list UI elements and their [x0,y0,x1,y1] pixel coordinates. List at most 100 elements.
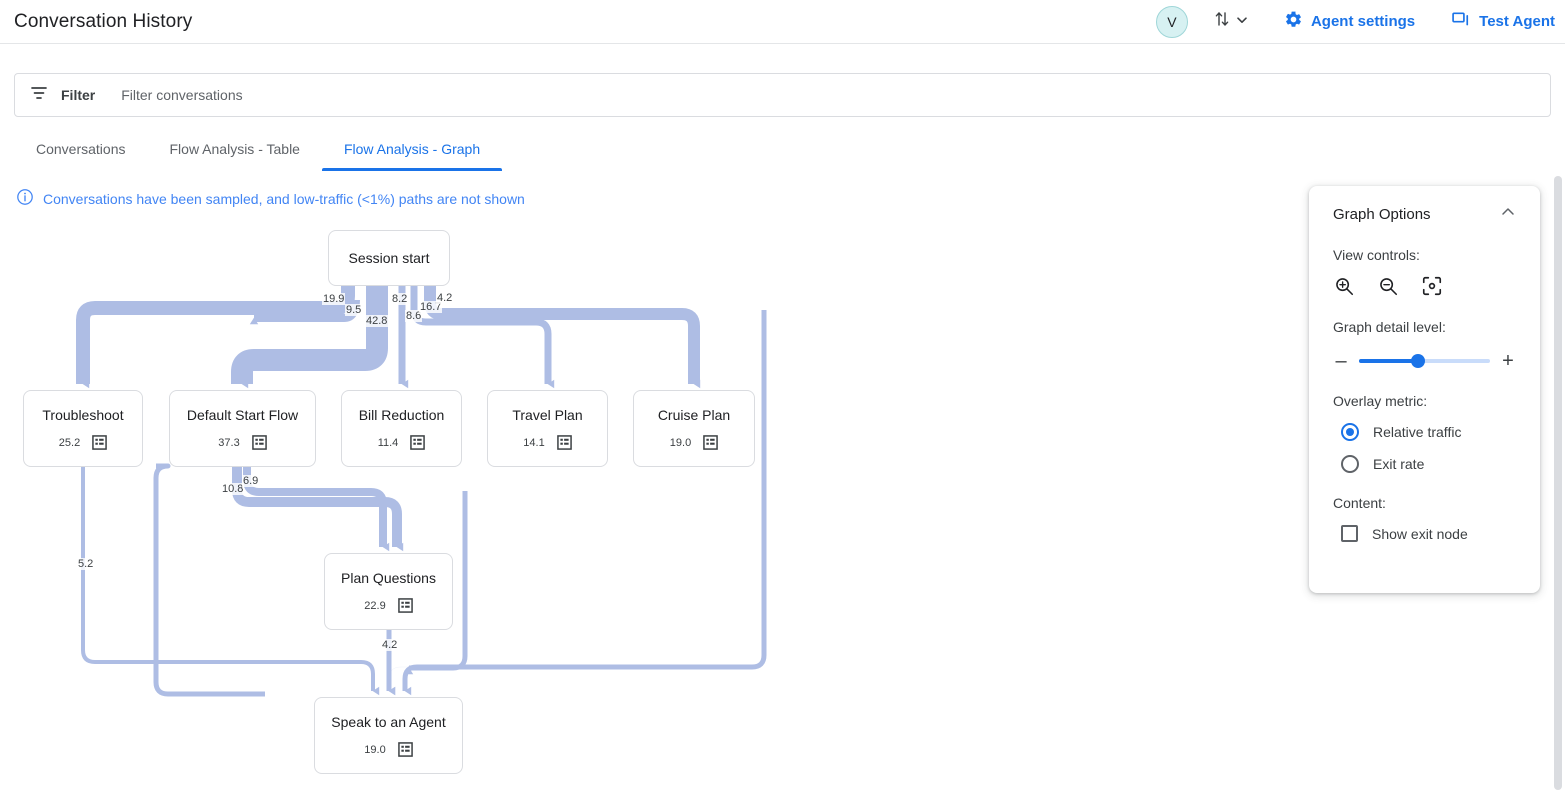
sampling-info-text: Conversations have been sampled, and low… [43,190,525,207]
filter-bar: Filter [14,73,1551,117]
slider-fill [1359,359,1418,363]
node-bill-reduction[interactable]: Bill Reduction 11.4 [341,390,462,467]
edge-label: 8.6 [405,310,423,322]
vertical-scrollbar-thumb[interactable] [1554,176,1562,790]
info-icon [16,188,34,209]
node-label: Troubleshoot [42,406,124,423]
node-label: Travel Plan [512,406,583,423]
node-travel-plan[interactable]: Travel Plan 14.1 [487,390,608,467]
overlay-metric-label: Overlay metric: [1333,393,1428,409]
zoom-in-icon[interactable] [1333,275,1355,297]
checkbox-show-exit-node[interactable]: Show exit node [1333,525,1516,542]
graph-options-panel: Graph Options View controls: [1309,186,1540,593]
list-icon[interactable] [92,435,108,451]
detail-level-slider[interactable] [1359,354,1490,368]
header-actions: V [1155,0,1565,44]
node-value: 14.1 [523,436,545,449]
node-label: Default Start Flow [186,406,299,423]
radio-label: Exit rate [1373,456,1425,472]
node-label: Speak to an Agent [331,713,446,730]
chat-icon [1451,10,1471,34]
agent-settings-button[interactable]: Agent settings [1284,10,1415,33]
node-metrics: 14.1 [523,435,572,451]
list-icon[interactable] [397,598,413,614]
node-metrics: 11.4 [377,435,426,451]
node-cruise-plan[interactable]: Cruise Plan 19.0 [633,390,755,467]
test-agent-button[interactable]: Test Agent [1451,10,1555,34]
radio-button[interactable] [1341,455,1359,473]
edge-label: 16.7 [419,301,443,313]
chevron-up-icon[interactable] [1500,204,1516,225]
page-title: Conversation History [14,10,193,32]
node-speak-to-an-agent[interactable]: Speak to an Agent 19.0 [314,697,463,774]
edge-label: 42.8 [365,315,389,327]
checkbox-label: Show exit node [1372,525,1468,542]
filter-icon[interactable] [29,83,49,108]
avatar-initial: V [1167,13,1177,30]
node-label: Cruise Plan [657,406,731,423]
node-default-start-flow[interactable]: Default Start Flow 37.3 [169,390,316,467]
zoom-out-icon[interactable] [1377,275,1399,297]
graph-options-title: Graph Options [1333,206,1431,223]
node-value: 25.2 [58,436,81,449]
radio-label: Relative traffic [1373,424,1462,440]
list-icon[interactable] [703,435,719,451]
edge-label: 8.2 [391,293,409,305]
list-icon[interactable] [397,742,413,758]
radio-exit-rate[interactable]: Exit rate [1333,455,1516,473]
app-header: Conversation History V [0,0,1565,44]
node-metrics: 19.0 [364,742,413,758]
detail-level-label: Graph detail level: [1333,319,1446,335]
flow-graph-canvas[interactable]: Session start Troubleshoot 25.2 Default [0,178,1551,798]
detail-level-slider-row: – + [1333,351,1516,371]
radio-button[interactable] [1341,423,1359,441]
radio-relative-traffic[interactable]: Relative traffic [1333,423,1516,441]
node-troubleshoot[interactable]: Troubleshoot 25.2 [23,390,143,467]
node-label: Plan Questions [341,569,436,586]
tab-conversations[interactable]: Conversations [36,141,126,157]
edge-label: 4.2 [436,292,454,304]
list-icon[interactable] [251,435,267,451]
view-controls-label: View controls: [1333,247,1420,263]
sort-arrows-icon [1212,9,1232,34]
content-label: Content: [1333,495,1386,511]
list-icon[interactable] [556,435,572,451]
decrease-detail-button[interactable]: – [1335,350,1347,372]
node-metrics: 22.9 [364,598,413,614]
edge-label: 6.9 [242,475,260,487]
node-plan-questions[interactable]: Plan Questions 22.9 [324,553,453,630]
avatar[interactable]: V [1155,5,1188,38]
sort-control[interactable] [1212,9,1248,34]
list-icon[interactable] [410,435,426,451]
filter-label: Filter [61,87,96,103]
edge-label: 19.9 [322,293,346,305]
edge-label: 9.5 [345,304,363,316]
increase-detail-button[interactable]: + [1502,350,1514,372]
graph-options-header[interactable]: Graph Options [1333,204,1516,225]
edge-label: 10.8 [221,483,245,495]
node-value: 37.3 [218,436,240,449]
node-label: Bill Reduction [358,406,445,423]
test-agent-label: Test Agent [1479,13,1555,30]
node-metrics: 37.3 [218,435,267,451]
checkbox[interactable] [1341,525,1358,542]
view-controls [1333,275,1516,297]
gear-icon [1284,10,1303,33]
edge-label: 4.2 [381,639,399,651]
slider-thumb[interactable] [1410,354,1425,368]
node-session-start[interactable]: Session start [328,230,450,286]
node-value: 19.0 [364,743,386,756]
node-value: 11.4 [377,436,399,449]
chevron-down-icon [1236,13,1248,31]
tab-bar: Conversations Flow Analysis - Table Flow… [14,133,1551,177]
node-metrics: 25.2 [58,435,108,451]
sampling-info-banner: Conversations have been sampled, and low… [16,188,525,209]
filter-conversations-input[interactable] [119,86,520,104]
tab-flow-analysis-graph[interactable]: Flow Analysis - Graph [321,133,503,171]
agent-settings-label: Agent settings [1310,13,1416,30]
node-metrics: 19.0 [670,435,719,451]
node-label: Session start [348,249,430,266]
fit-to-screen-icon[interactable] [1421,275,1443,297]
tab-flow-analysis-table[interactable]: Flow Analysis - Table [169,141,300,157]
